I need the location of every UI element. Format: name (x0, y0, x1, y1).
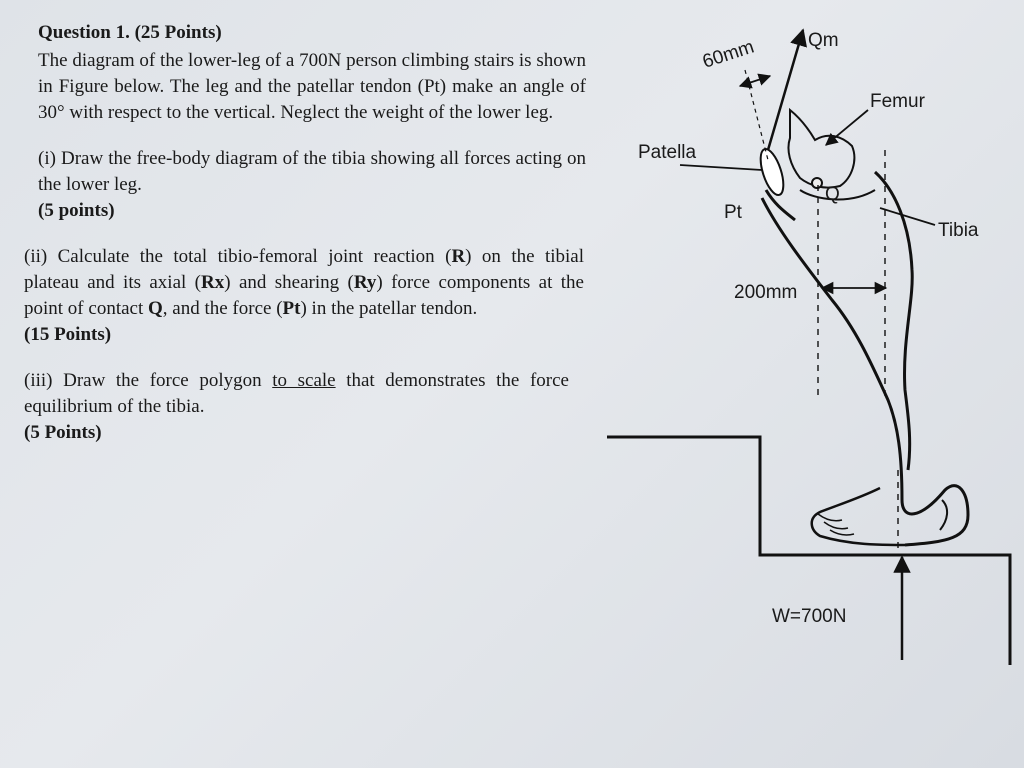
label-weight: W=700N (772, 606, 846, 627)
question-title: Question 1. (25 Points) (38, 22, 222, 43)
part-2-points: (15 Points) (24, 324, 112, 345)
var-rx: Rx (201, 272, 225, 293)
tibia-leader (879, 207, 936, 226)
label-200mm: 200mm (734, 282, 797, 303)
part-2-mid1: ) on the tibial plateau and its axial ( (24, 246, 585, 293)
part-2-mid2: ) and shearing ( (224, 272, 354, 293)
part-2-pre: (ii) Calculate the total tibio-femoral j… (24, 246, 452, 267)
part-3-pre: (iii) Draw the force polygon (24, 370, 273, 391)
question-text: Question 1. (25 Points) The diagram of t… (14, 22, 594, 446)
part-3-underlined: to scale (272, 370, 336, 391)
patellar-tendon (764, 189, 796, 222)
leg-diagram: Qm 60mm Femur Patella Pt Q Tibia 200mm W… (607, 28, 1012, 665)
var-ry: Ry (353, 272, 377, 293)
part-1-points: (5 points) (38, 200, 115, 221)
dim-60mm-arrow (738, 73, 772, 89)
label-tibia: Tibia (938, 220, 979, 241)
heel-curve (939, 499, 948, 531)
patella-shape (759, 148, 785, 196)
contact-point-q (811, 177, 823, 189)
label-femur: Femur (870, 91, 926, 112)
label-qm: Qm (808, 30, 839, 51)
var-r: R (451, 246, 466, 267)
part-2-text: (ii) Calculate the total tibio-femoral j… (24, 244, 584, 322)
tibia-top (799, 189, 876, 201)
lower-leg-back (760, 197, 970, 547)
stair-step (607, 435, 1012, 665)
foot-shape (810, 486, 906, 547)
part-1-text: (i) Draw the free-body diagram of the ti… (38, 148, 586, 195)
label-60mm: 60mm (700, 36, 757, 72)
label-pt: Pt (724, 202, 743, 223)
qm-arrow (766, 28, 807, 151)
part-3-points: (5 Points) (24, 422, 102, 443)
part-2-mid4: , and the force ( (162, 298, 283, 319)
label-q: Q (825, 184, 840, 205)
var-q: Q (148, 298, 163, 319)
part-3-text: (iii) Draw the force polygon to scale th… (24, 368, 569, 420)
part-2-mid3: ) force components at the point of conta… (24, 272, 584, 319)
toe-marks (817, 513, 855, 536)
part-2-post: ) in the patellar tendon. (300, 298, 478, 319)
lower-leg-front (873, 170, 914, 471)
var-pt: Pt (282, 298, 301, 319)
label-patella: Patella (638, 142, 697, 163)
question-intro: The diagram of the lower-leg of a 700N p… (38, 50, 586, 123)
patella-leader (679, 164, 763, 171)
part-3-post: that demonstrates the force equilibrium … (24, 370, 569, 417)
femur-shape (787, 107, 856, 189)
femur-leader (825, 109, 869, 146)
